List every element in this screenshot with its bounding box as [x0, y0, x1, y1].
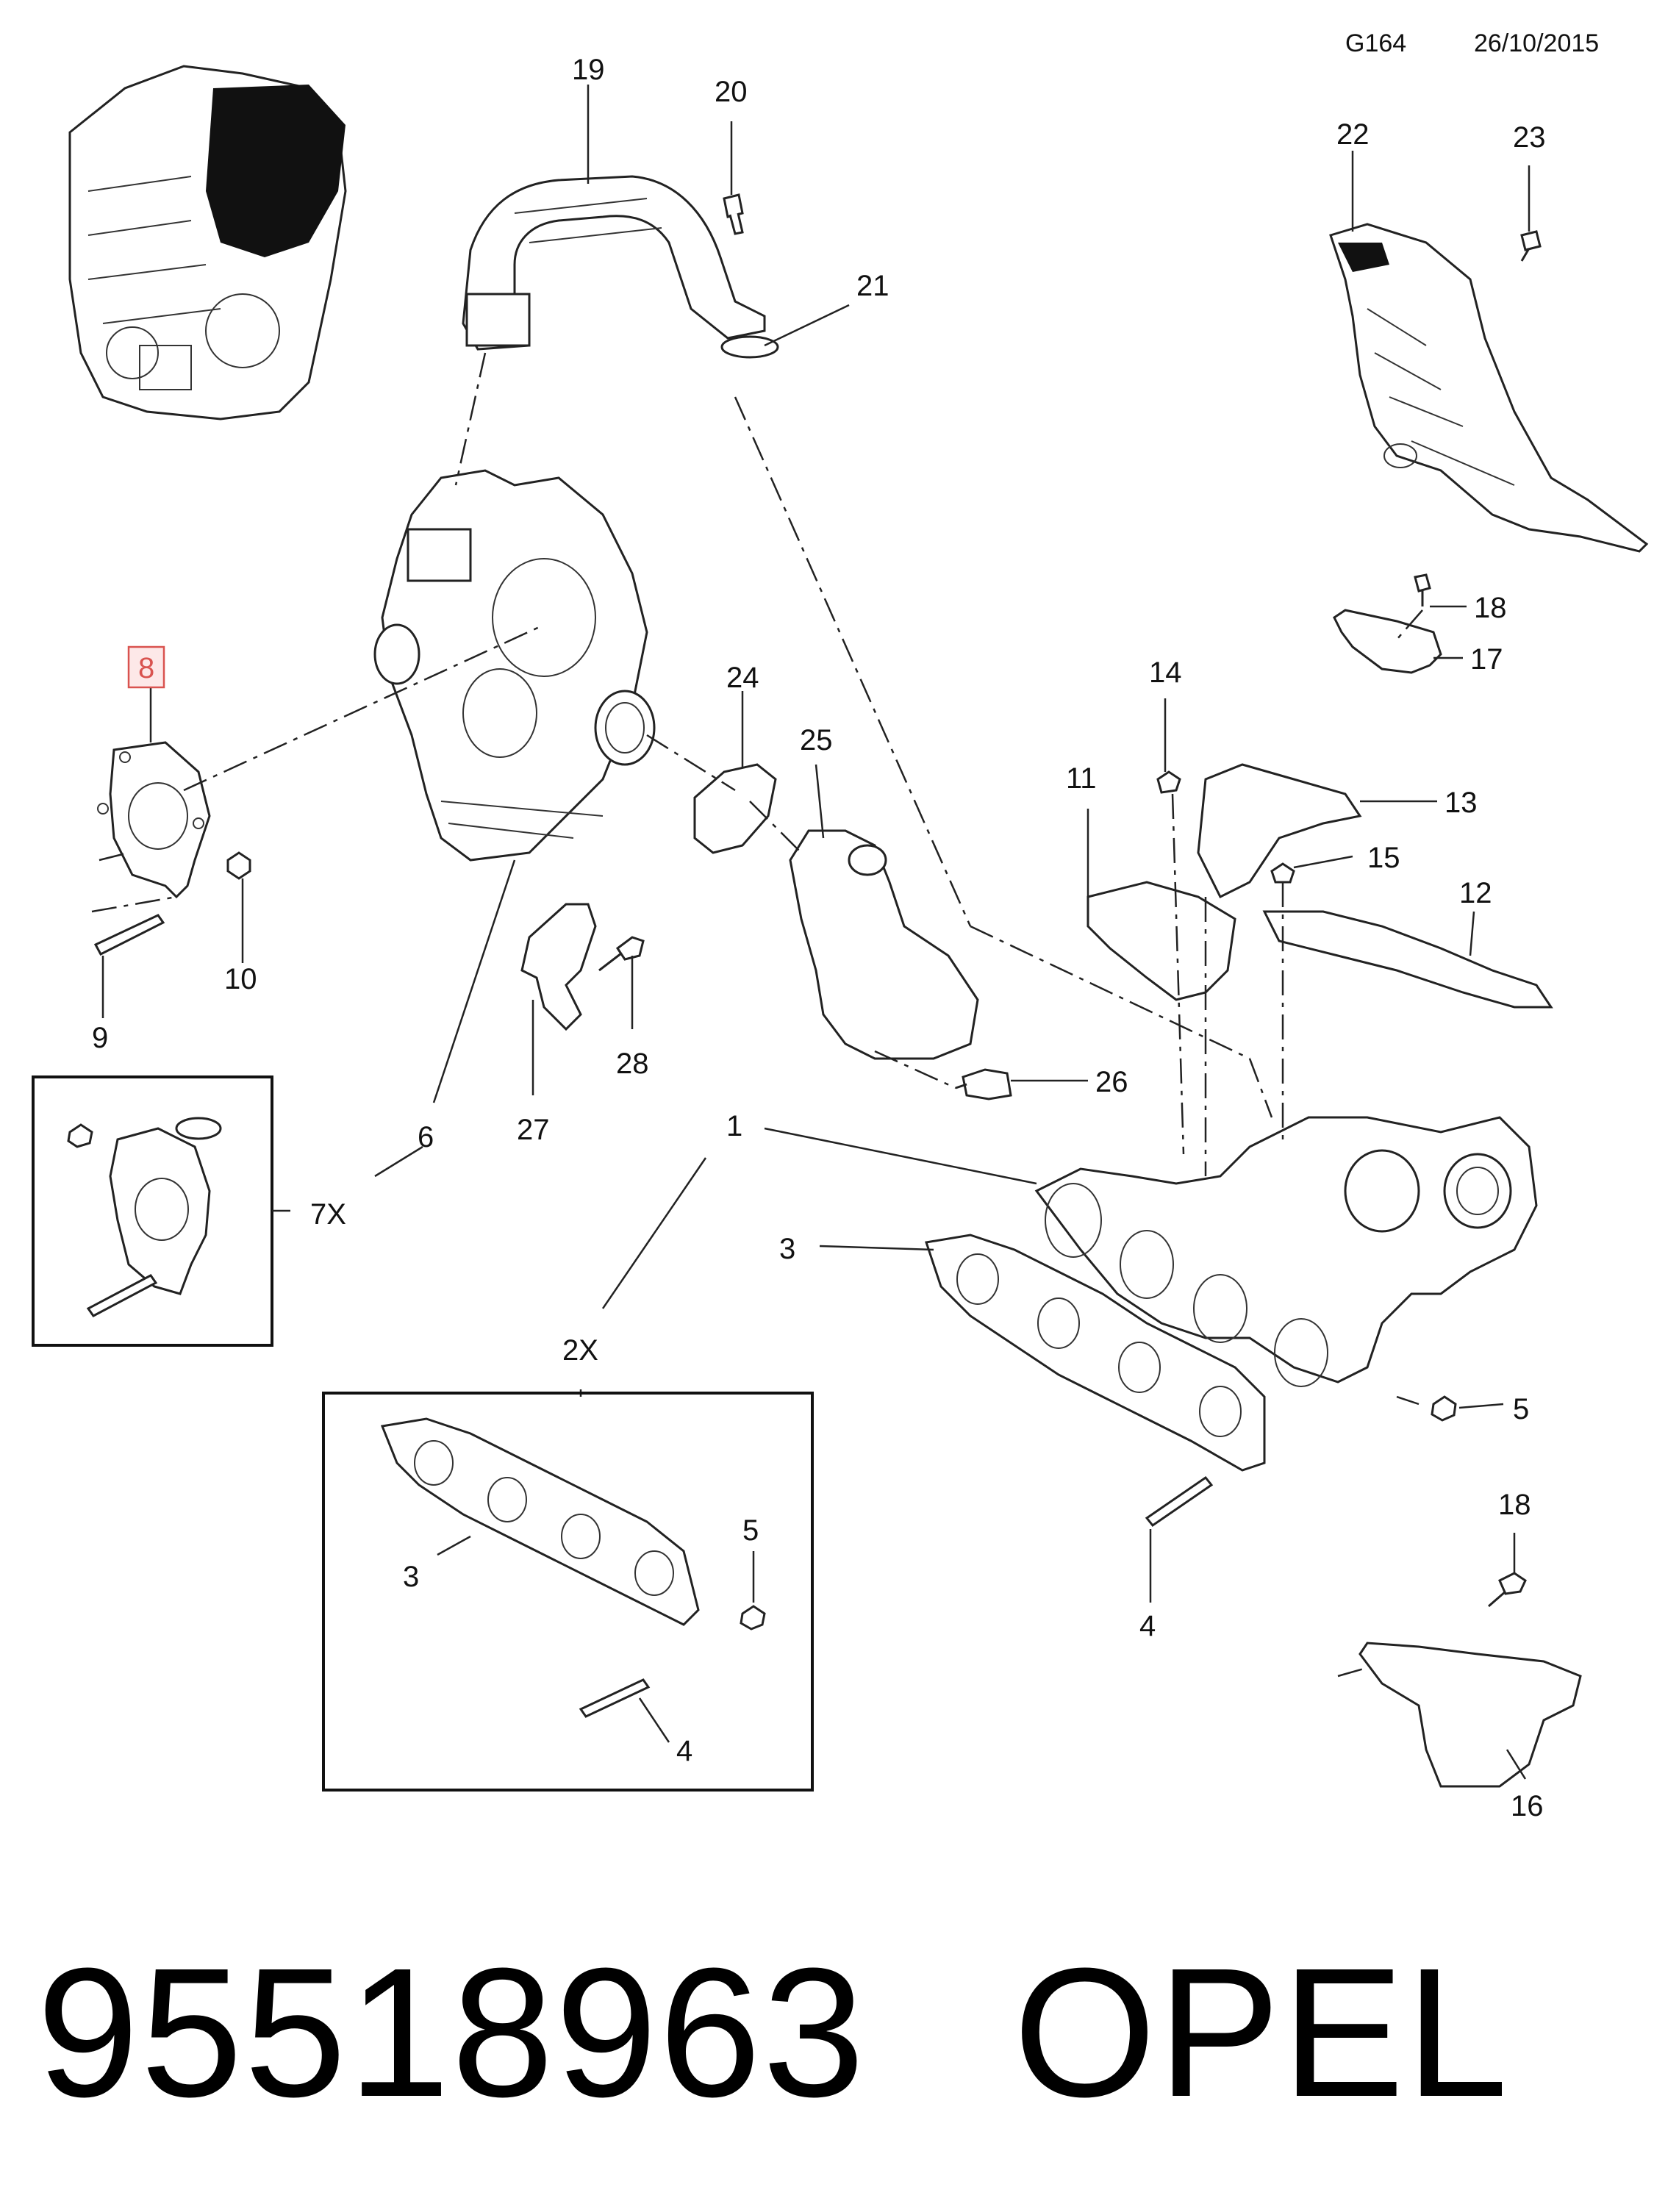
part-26-bolt [955, 1068, 1012, 1100]
footer-brand: OPEL [1013, 1930, 1510, 2135]
part-15-nut [1270, 862, 1295, 884]
callout-6: 6 [418, 1121, 434, 1153]
diagram-date: 26/10/2015 [1474, 29, 1599, 57]
kit-7x-contents [67, 1117, 222, 1317]
callout-10: 10 [224, 963, 257, 995]
callout-8: 8 [138, 652, 154, 684]
callout-26: 26 [1095, 1066, 1128, 1098]
callout-13: 13 [1444, 787, 1478, 819]
callout-5-kit: 5 [742, 1514, 759, 1547]
callout-labels: 19 20 21 22 23 18 17 8 10 9 24 25 14 11 … [92, 54, 1546, 1822]
part-13-heat-shield [1197, 763, 1362, 899]
kit-2x-frame [322, 1392, 814, 1792]
part-8-gasket [97, 741, 211, 899]
part-27-bracket [520, 903, 597, 1031]
part-3-gasket [925, 1234, 1266, 1472]
callout-4-main: 4 [1139, 1610, 1156, 1642]
callout-3-kit: 3 [403, 1561, 419, 1593]
part-6-turbocharger [373, 469, 656, 862]
diagram-code: G164 [1345, 29, 1406, 57]
part-17-bracket [1333, 609, 1442, 674]
callout-9: 9 [92, 1022, 108, 1054]
callout-16: 16 [1511, 1790, 1544, 1822]
callout-18-upper: 18 [1474, 592, 1507, 624]
part-5-nut [1431, 1395, 1457, 1422]
callout-19: 19 [572, 54, 605, 86]
callout-2x: 2X [562, 1334, 598, 1367]
callout-28: 28 [616, 1048, 649, 1080]
callout-17: 17 [1470, 643, 1503, 676]
callout-5-main: 5 [1513, 1393, 1529, 1425]
callout-25: 25 [800, 724, 833, 756]
callout-21: 21 [856, 270, 889, 302]
callout-23: 23 [1513, 121, 1546, 154]
part-18-bolt-upper [1414, 573, 1431, 606]
part-9-stud [93, 914, 165, 956]
part-4-stud [1145, 1475, 1214, 1528]
callout-14: 14 [1149, 656, 1182, 689]
part-1-manifold-turbo-assembly [1034, 1116, 1538, 1387]
callout-20: 20 [715, 76, 748, 108]
part-10-nut [226, 851, 251, 880]
part-19-pipe [462, 175, 766, 351]
kit-2x-contents [380, 1417, 766, 1718]
part-21-gasket [720, 335, 779, 359]
callout-3-main: 3 [779, 1233, 795, 1265]
part-22-heat-shield [1329, 223, 1649, 553]
callout-11: 11 [1066, 762, 1097, 795]
part-25-opening [848, 844, 887, 876]
part-12-heat-shield [1262, 910, 1553, 1009]
part-23-bolt [1520, 230, 1542, 262]
part-20-bolt [723, 193, 744, 235]
leader-lines [101, 85, 1531, 1780]
callout-4-kit: 4 [676, 1735, 692, 1767]
callout-12: 12 [1459, 877, 1492, 909]
callout-27: 27 [517, 1114, 550, 1146]
footer-part-number: 95518963 [37, 1930, 867, 2135]
callout-15: 15 [1367, 842, 1400, 874]
callout-7x: 7X [310, 1198, 346, 1231]
part-24-flange [693, 763, 777, 854]
part-25-heat-shield [789, 829, 979, 1060]
part-11-heat-shield [1086, 881, 1236, 1001]
part-14-bolt [1156, 770, 1181, 794]
part-18-bolt-lower [1488, 1572, 1527, 1608]
assembly-dash-lines [91, 352, 1423, 1678]
callout-22: 22 [1336, 118, 1370, 151]
callout-24: 24 [726, 662, 759, 694]
engine-thumbnail [68, 65, 347, 420]
callout-18-lower: 18 [1498, 1489, 1531, 1521]
callout-8-highlight: 8 [127, 645, 165, 689]
part-28-bolt [598, 936, 645, 972]
callout-1: 1 [726, 1110, 742, 1142]
part-16-bracket [1358, 1642, 1582, 1788]
